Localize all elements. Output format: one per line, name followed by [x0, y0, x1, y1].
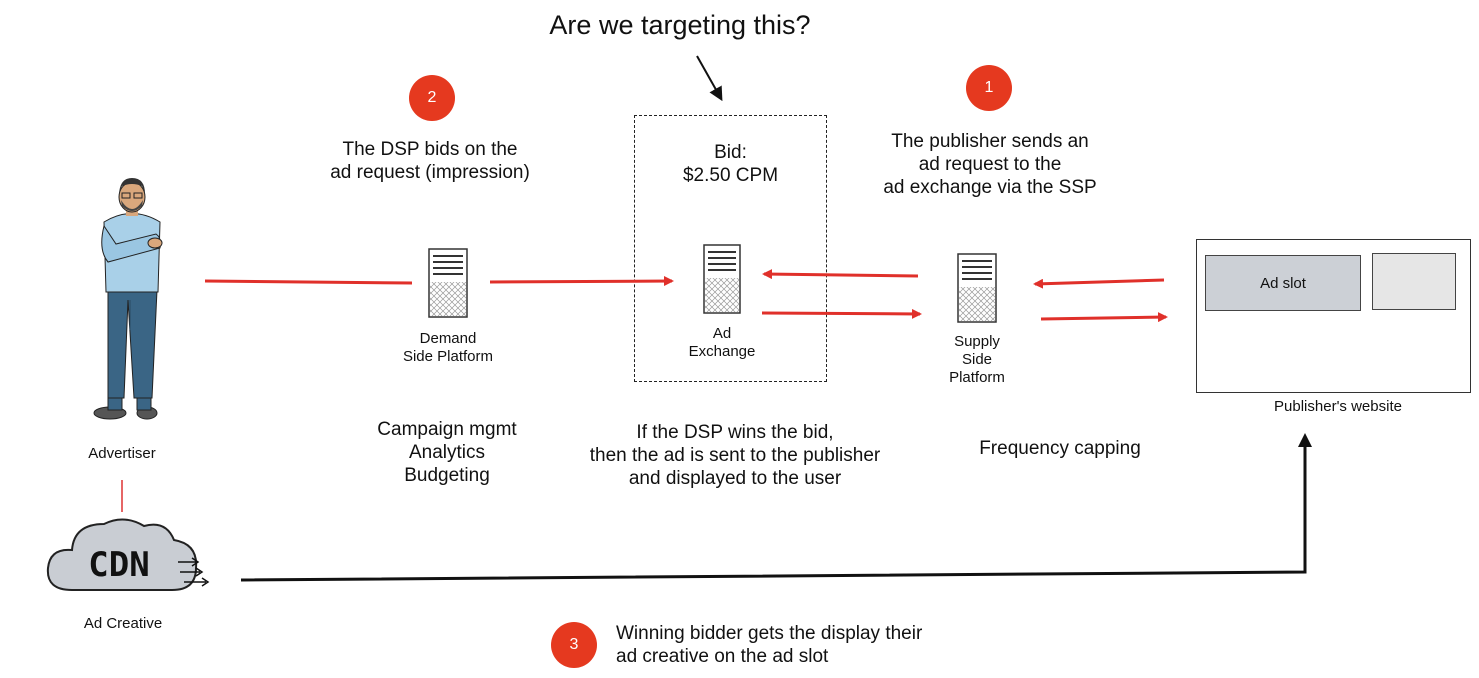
dsp-wins-description: If the DSP wins the bid, then the ad is …	[555, 421, 915, 490]
exchange-label-line-1: Ad	[712, 325, 732, 342]
advertiser-person-icon	[93, 178, 163, 420]
ad-slot: Ad slot	[1205, 255, 1361, 311]
dsp-label: Demand Side Platform	[378, 330, 518, 366]
publisher-request-line-1: The publisher sends an	[891, 131, 1089, 152]
dsp-wins-line-1: If the DSP wins the bid,	[636, 422, 834, 443]
winning-line-2: ad creative on the ad slot	[616, 646, 829, 667]
winning-line-1: Winning bidder gets the display their	[616, 623, 923, 644]
dsp-feature-2: Analytics	[408, 442, 486, 463]
exchange-label-line-2: Exchange	[688, 343, 756, 360]
website-label: Publisher's website	[1274, 398, 1402, 415]
dsp-server-icon	[428, 248, 468, 318]
dsp-wins-line-3: and displayed to the user	[628, 468, 842, 489]
publisher-website-frame	[1196, 239, 1471, 393]
dsp-label-line-2: Side Platform	[402, 348, 494, 365]
exchange-to-ssp-arrow	[761, 308, 922, 319]
ssp-label-line-1: Supply	[954, 333, 1000, 350]
step-badge-2: 2	[409, 75, 455, 121]
winning-bidder-description: Winning bidder gets the display their ad…	[616, 622, 996, 668]
publisher-request-line-2: ad request to the	[918, 154, 1062, 175]
dsp-features: Campaign mgmt Analytics Budgeting	[347, 418, 547, 487]
website-to-ssp-arrow	[1033, 278, 1165, 289]
dsp-feature-1: Campaign mgmt	[377, 419, 517, 440]
publisher-request-line-3: ad exchange via the SSP	[883, 177, 1097, 198]
ssp-label: Supply Side Platform	[917, 333, 1037, 387]
ssp-label-line-2: Side	[961, 351, 993, 368]
ssp-features: Frequency capping	[960, 437, 1160, 460]
cdn-to-website-arrow	[240, 433, 1312, 582]
question-pointer-arrow	[696, 55, 723, 102]
dsp-bid-line-2: ad request (impression)	[330, 162, 530, 183]
secondary-slot	[1372, 253, 1456, 310]
ssp-label-line-3: Platform	[949, 369, 1005, 386]
cdn-text: CDN	[88, 545, 149, 585]
dsp-feature-3: Budgeting	[404, 465, 490, 486]
dsp-bid-description: The DSP bids on the ad request (impressi…	[290, 138, 570, 184]
dsp-label-line-1: Demand	[419, 330, 477, 347]
ssp-to-exchange-arrow	[762, 269, 919, 280]
exchange-label: Ad Exchange	[662, 325, 782, 361]
cdn-cloud-icon: CDN	[46, 518, 210, 591]
exchange-server-icon	[703, 244, 741, 314]
advertiser-to-dsp-line	[204, 279, 413, 285]
advertiser-label: Advertiser	[88, 445, 156, 462]
bid-label: Bid:	[714, 142, 747, 163]
step-badge-3: 3	[551, 622, 597, 668]
dsp-to-exchange-arrow	[489, 276, 674, 287]
ssp-to-website-arrow	[1040, 312, 1168, 323]
ad-creative-label: Ad Creative	[83, 615, 163, 632]
ssp-feature-1: Frequency capping	[979, 438, 1141, 459]
question-title: Are we targeting this?	[549, 10, 811, 40]
bid-info: Bid: $2.50 CPM	[634, 141, 827, 187]
publisher-request-description: The publisher sends an ad request to the…	[850, 130, 1130, 199]
step-badge-1: 1	[966, 65, 1012, 111]
dsp-wins-line-2: then the ad is sent to the publisher	[589, 445, 881, 466]
exchange-highlight-box	[634, 115, 827, 382]
ssp-server-icon	[957, 253, 997, 323]
bid-value: $2.50 CPM	[682, 165, 779, 186]
dsp-bid-line-1: The DSP bids on the	[342, 139, 518, 160]
ad-slot-label: Ad slot	[1260, 274, 1306, 292]
